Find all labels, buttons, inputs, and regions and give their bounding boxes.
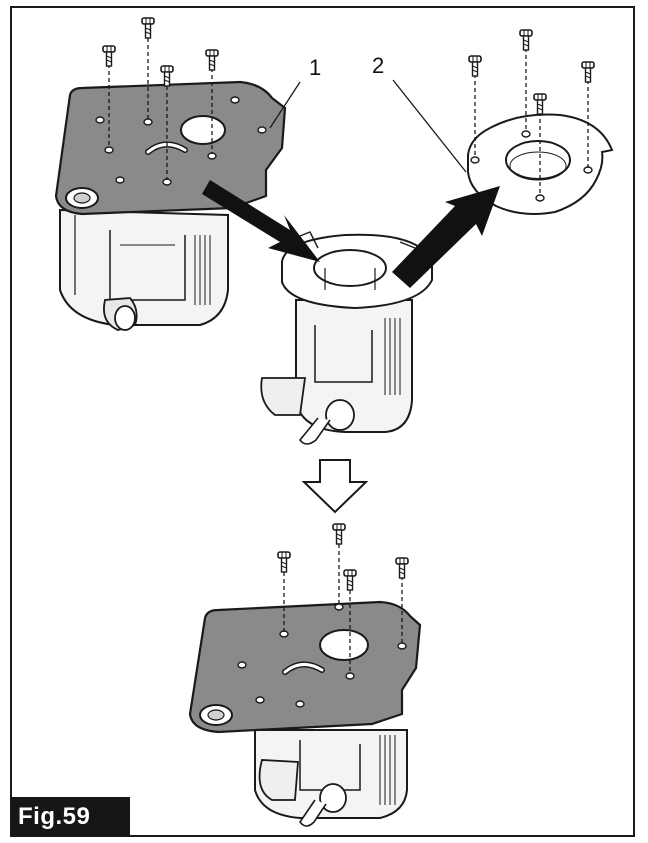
router-with-new-plate — [188, 523, 422, 827]
callout-1: 1 — [309, 55, 322, 80]
figure-label: Fig.59 — [11, 797, 130, 837]
router-body-center — [260, 231, 433, 445]
down-arrow-icon — [301, 459, 369, 514]
router-with-large-base-plate — [54, 17, 301, 331]
small-round-base-plate — [392, 29, 614, 215]
removal-arrows — [202, 180, 500, 288]
callout-2: 2 — [372, 53, 385, 78]
